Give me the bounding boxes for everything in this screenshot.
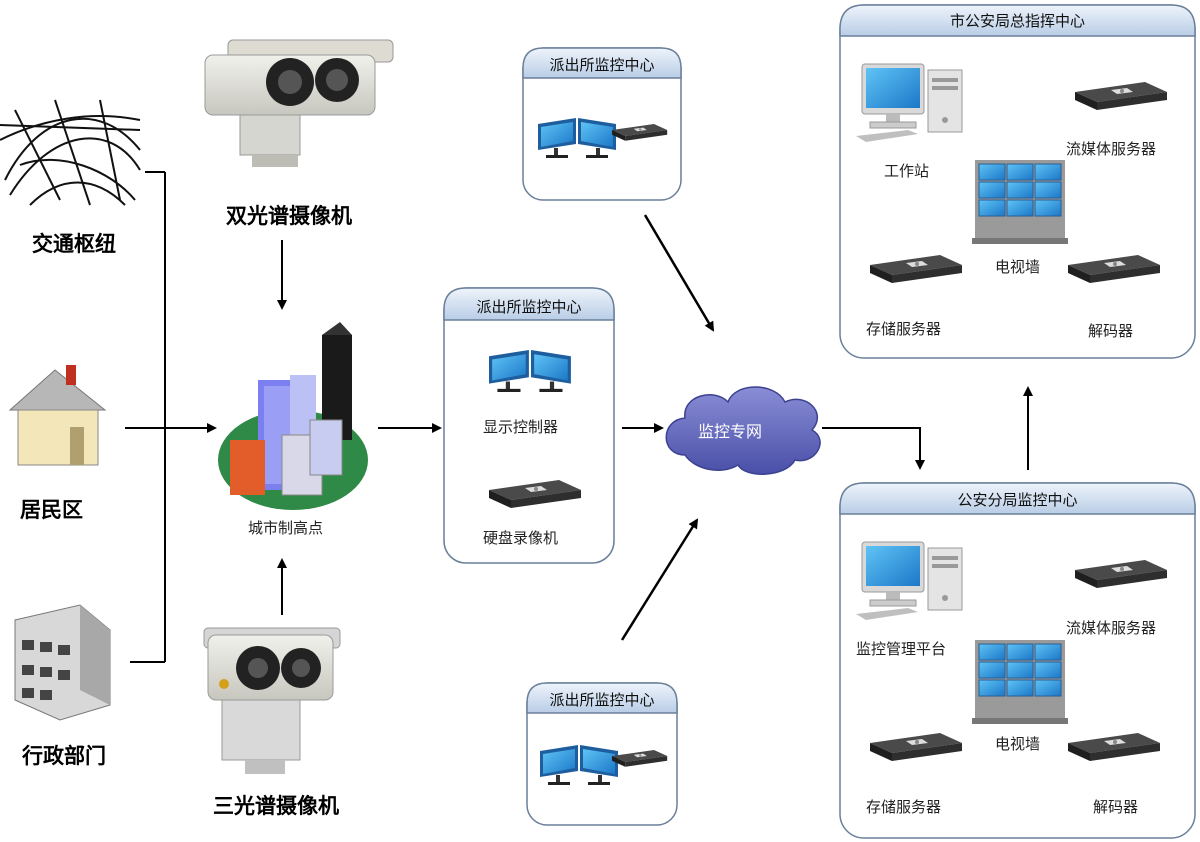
label-city-storage: 存储服务器 xyxy=(866,320,942,338)
tvwall-tile xyxy=(1034,199,1062,217)
tvwall-tile xyxy=(1034,163,1062,181)
label-dual-camera: 双光谱摄像机 xyxy=(226,204,352,228)
station-mid-title: 派出所监控中心 xyxy=(476,298,582,316)
tvwall-tile xyxy=(1006,181,1034,199)
label-branch-platform: 监控管理平台 xyxy=(856,640,947,658)
tvwall-tile xyxy=(1034,643,1062,661)
label-city-tvwall: 电视墙 xyxy=(995,258,1041,276)
source-bracket-lines xyxy=(125,171,166,663)
label-city-high-point: 城市制高点 xyxy=(248,519,324,537)
admin-building-icon xyxy=(14,604,111,721)
label-branch-streaming: 流媒体服务器 xyxy=(1066,619,1157,637)
tvwall-tile xyxy=(978,679,1006,697)
label-traffic-hub: 交通枢纽 xyxy=(32,232,116,256)
label-branch-decoder: 解码器 xyxy=(1093,798,1139,816)
label-triple-camera: 三光谱摄像机 xyxy=(213,794,339,818)
label-network: 监控专网 xyxy=(698,422,763,441)
station-top-title: 派出所监控中心 xyxy=(549,56,655,74)
dual-spectrum-camera-icon xyxy=(204,39,394,167)
tvwall-tile xyxy=(1034,181,1062,199)
city-center-title: 市公安局总指挥中心 xyxy=(949,12,1085,30)
label-city-decoder: 解码器 xyxy=(1088,322,1134,340)
tvwall-tile xyxy=(978,643,1006,661)
tvwall-tile xyxy=(978,181,1006,199)
label-city-streaming: 流媒体服务器 xyxy=(1066,140,1157,158)
tvwall-tile xyxy=(978,199,1006,217)
residential-house-icon xyxy=(9,364,106,466)
tvwall-tile xyxy=(1034,661,1062,679)
arrow-station-bottom-to-network xyxy=(620,518,699,641)
tvwall-tile xyxy=(978,661,1006,679)
tvwall-tile xyxy=(1034,679,1062,697)
tvwall-screens xyxy=(978,163,1062,697)
tvwall-tile xyxy=(1006,679,1034,697)
triple-spectrum-camera-icon xyxy=(203,627,341,774)
station-bottom-title: 派出所监控中心 xyxy=(549,691,655,709)
label-branch-tvwall: 电视墙 xyxy=(995,735,1041,753)
label-display-controller: 显示控制器 xyxy=(483,418,559,436)
traffic-hub-icon xyxy=(0,99,141,206)
network-cloud-icon xyxy=(665,386,821,475)
branch-center-title: 公安分局监控中心 xyxy=(957,491,1078,509)
tvwall-tile xyxy=(1006,199,1034,217)
tvwall-tile xyxy=(1006,661,1034,679)
label-hdd-recorder: 硬盘录像机 xyxy=(483,529,559,547)
tvwall-tile xyxy=(1006,163,1034,181)
tvwall-tile xyxy=(978,163,1006,181)
label-city-workstation: 工作站 xyxy=(884,162,930,180)
arrow-network-to-branch xyxy=(822,427,925,470)
label-branch-storage: 存储服务器 xyxy=(866,798,942,816)
label-residential: 居民区 xyxy=(20,498,83,522)
label-admin: 行政部门 xyxy=(22,744,106,768)
tvwall-tile xyxy=(1006,643,1034,661)
city-high-point-icon xyxy=(218,322,368,510)
arrow-station-top-to-network xyxy=(643,214,715,332)
